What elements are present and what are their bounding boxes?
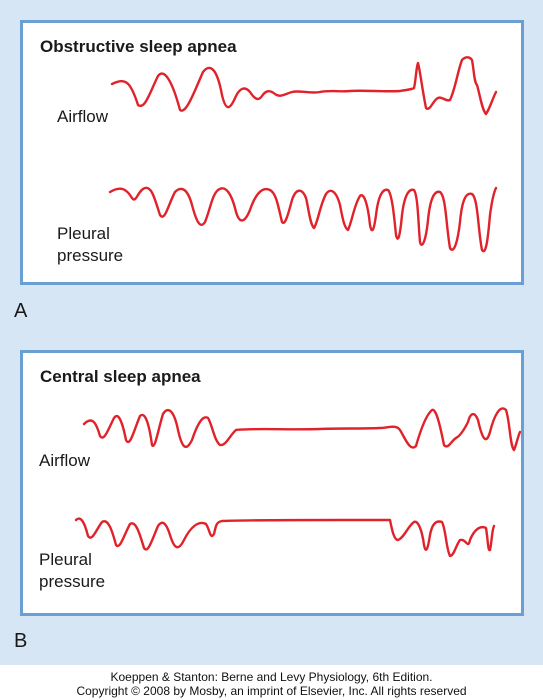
panel-a-airflow-label: Airflow <box>57 107 109 126</box>
panel-a-letter: A <box>14 300 28 322</box>
panel-central-sleep-apnea: Central sleep apnea Airflow Pleural pres… <box>20 350 524 616</box>
panel-a-title: Obstructive sleep apnea <box>40 37 237 56</box>
figure-caption-line2: Copyright © 2008 by Mosby, an imprint of… <box>76 684 467 698</box>
panel-a-pleural-label-line1: Pleural <box>57 224 110 243</box>
panel-obstructive-sleep-apnea: Obstructive sleep apnea Airflow Pleural … <box>20 20 524 285</box>
panel-b-title: Central sleep apnea <box>40 367 201 386</box>
panel-b-letter: B <box>14 630 28 652</box>
panel-b-airflow-label: Airflow <box>39 451 91 470</box>
figure-caption-line1: Koeppen & Stanton: Berne and Levy Physio… <box>110 670 433 684</box>
panel-b-pleural-label-line2: pressure <box>39 572 106 591</box>
panel-b-pleural-label-line1: Pleural <box>39 550 92 569</box>
panel-a-pleural-label-line2: pressure <box>57 246 124 265</box>
